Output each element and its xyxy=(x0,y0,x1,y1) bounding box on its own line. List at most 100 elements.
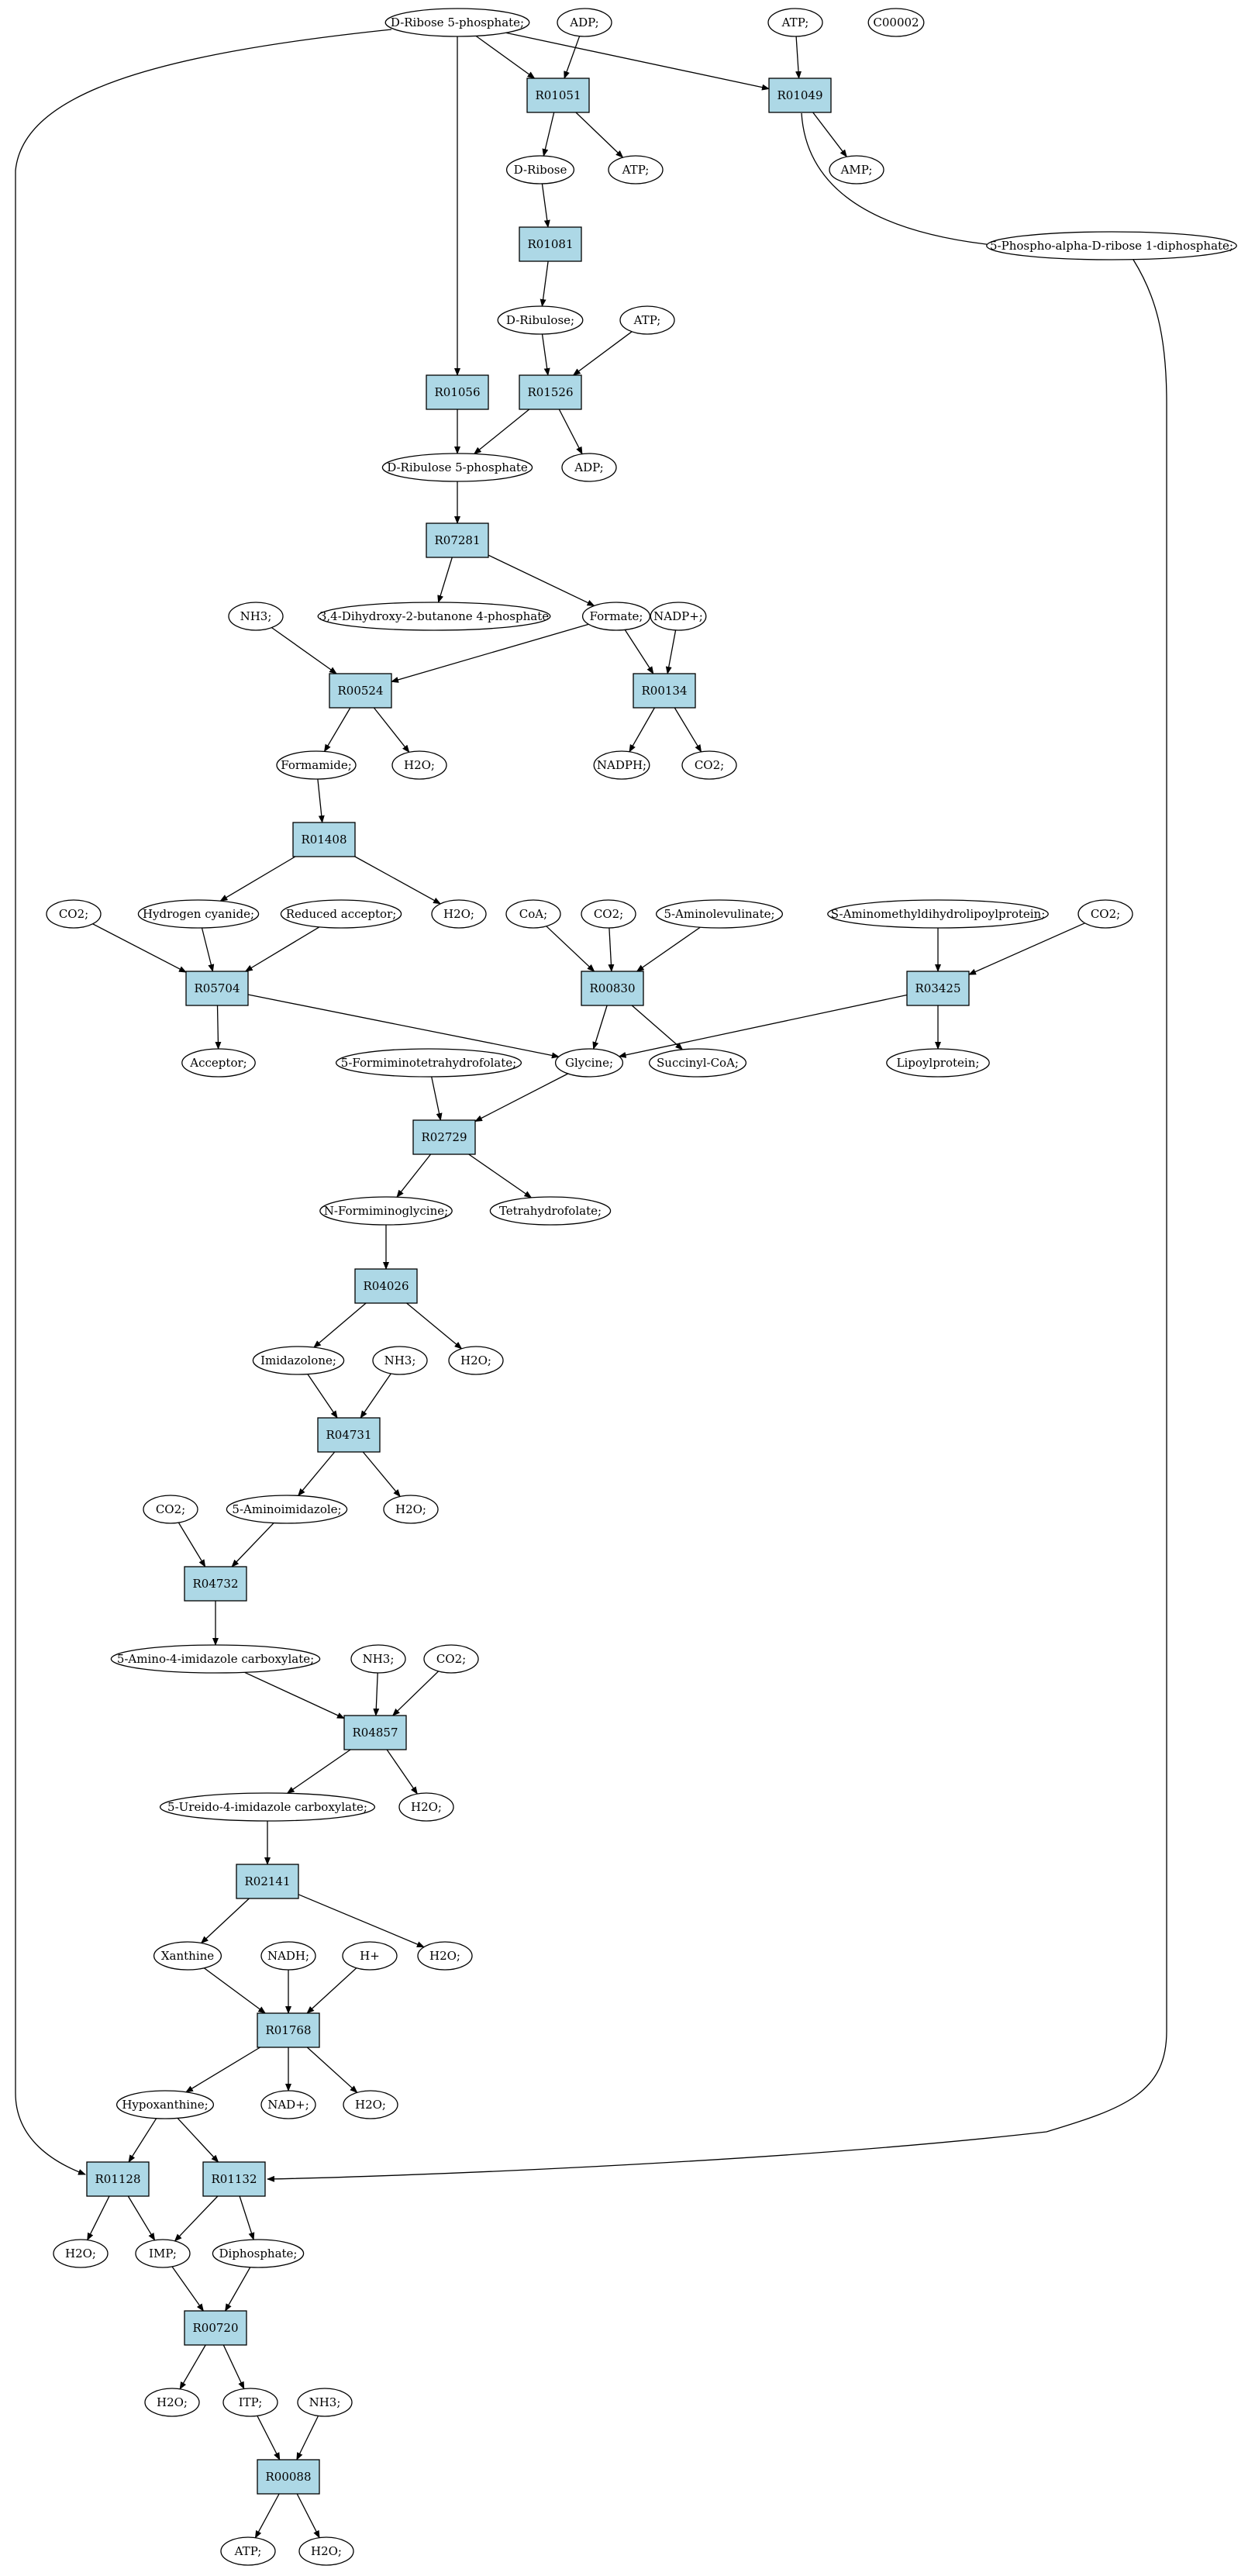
reaction-node-r07281[interactable]: R07281 xyxy=(426,522,489,558)
compound-node-nadh[interactable]: NADH; xyxy=(260,1941,316,1971)
compound-node-c00002[interactable]: C00002 xyxy=(867,8,925,37)
node-label: ADP; xyxy=(569,16,598,29)
compound-node-hypoxanthine[interactable]: Hypoxanthine; xyxy=(116,2090,215,2119)
compound-node-co2_r04857[interactable]: CO2; xyxy=(423,1644,479,1674)
compound-node-h2o_r01768[interactable]: H2O; xyxy=(343,2090,398,2119)
compound-node-dhbp[interactable]: 3,4-Dihydroxy-2-butanone 4-phosphate xyxy=(317,602,551,631)
edge-R00524-to-h2o_r00524 xyxy=(373,707,410,753)
compound-node-atp_bottom[interactable]: ATP; xyxy=(220,2536,276,2566)
compound-node-imp[interactable]: IMP; xyxy=(135,2239,191,2268)
compound-node-hplus[interactable]: H+ xyxy=(342,1941,398,1971)
compound-node-co2_r00134[interactable]: CO2; xyxy=(681,750,737,780)
reaction-node-r02141[interactable]: R02141 xyxy=(236,1864,299,1899)
compound-node-nh3_2[interactable]: NH3; xyxy=(372,1346,428,1375)
compound-ellipse xyxy=(260,2090,316,2119)
compound-node-dribose[interactable]: D-Ribose xyxy=(505,155,575,184)
compound-node-thf[interactable]: Tetrahydrofolate; xyxy=(489,1196,612,1226)
compound-node-coa[interactable]: CoA; xyxy=(505,899,561,929)
compound-node-formate[interactable]: Formate; xyxy=(581,602,651,631)
compound-ellipse xyxy=(505,155,575,184)
compound-node-aic[interactable]: 5-Amino-4-imidazole carboxylate; xyxy=(110,1644,321,1674)
compound-node-co2_r05704[interactable]: CO2; xyxy=(46,899,102,929)
compound-node-xanthine[interactable]: Xanthine xyxy=(153,1941,222,1971)
compound-node-nh3_3[interactable]: NH3; xyxy=(350,1644,406,1674)
reaction-node-r04731[interactable]: R04731 xyxy=(317,1417,381,1453)
compound-node-co2_r03425[interactable]: CO2; xyxy=(1077,899,1133,929)
compound-node-nadp[interactable]: NADP+; xyxy=(650,602,707,631)
compound-node-prpp[interactable]: 5-Phospho-alpha-D-ribose 1-diphosphate; xyxy=(986,231,1237,260)
reaction-node-r01132[interactable]: R01132 xyxy=(202,2161,266,2197)
compound-node-co2_r04732[interactable]: CO2; xyxy=(143,1495,198,1524)
compound-node-atp_r01526[interactable]: ATP; xyxy=(619,305,675,335)
compound-node-acceptor[interactable]: Acceptor; xyxy=(181,1048,256,1078)
node-label: R01081 xyxy=(527,237,573,251)
compound-node-ribose5p[interactable]: D-Ribose 5-phosphate; xyxy=(384,8,530,37)
reaction-node-r01051[interactable]: R01051 xyxy=(526,78,590,113)
node-label: R01132 xyxy=(211,2172,257,2186)
reaction-node-r00830[interactable]: R00830 xyxy=(581,971,644,1006)
reaction-node-r01408[interactable]: R01408 xyxy=(292,822,356,857)
compound-node-hcn[interactable]: Hydrogen cyanide; xyxy=(137,899,260,929)
compound-node-co2_r00830[interactable]: CO2; xyxy=(581,899,636,929)
compound-ellipse xyxy=(317,602,551,631)
compound-ellipse xyxy=(381,453,533,482)
compound-node-h2o_r01128[interactable]: H2O; xyxy=(53,2239,109,2268)
reaction-node-r01768[interactable]: R01768 xyxy=(257,2012,320,2048)
reaction-node-r00088[interactable]: R00088 xyxy=(257,2459,320,2495)
compound-node-h2o_r01408[interactable]: H2O; xyxy=(431,899,487,929)
reaction-node-r00720[interactable]: R00720 xyxy=(184,2310,247,2346)
compound-node-adp_r01526[interactable]: ADP; xyxy=(561,453,617,482)
compound-node-formamide[interactable]: Formamide; xyxy=(276,750,357,780)
reaction-node-r04732[interactable]: R04732 xyxy=(184,1566,247,1602)
compound-node-nh3_4[interactable]: NH3; xyxy=(297,2388,353,2417)
compound-node-diphosphate[interactable]: Diphosphate; xyxy=(212,2239,305,2268)
compound-node-h2o_r04731[interactable]: H2O; xyxy=(383,1495,439,1524)
reaction-node-r02729[interactable]: R02729 xyxy=(412,1119,476,1155)
compound-node-dribulose5p[interactable]: D-Ribulose 5-phosphate xyxy=(381,453,533,482)
reaction-node-r01081[interactable]: R01081 xyxy=(519,226,582,262)
reaction-node-r01526[interactable]: R01526 xyxy=(519,374,582,410)
compound-node-uic[interactable]: 5-Ureido-4-imidazole carboxylate; xyxy=(159,1792,376,1822)
compound-ellipse xyxy=(116,2090,215,2119)
edge-co2_r04857-to-R04857 xyxy=(391,1671,440,1716)
compound-node-succoa[interactable]: Succinyl-CoA; xyxy=(648,1048,747,1078)
compound-node-nfg[interactable]: N-Formiminoglycine; xyxy=(319,1196,453,1226)
compound-node-atp_r01051[interactable]: ATP; xyxy=(608,155,664,184)
compound-node-formthf[interactable]: 5-Formiminotetrahydrofolate; xyxy=(335,1048,522,1078)
compound-node-nadph[interactable]: NADPH; xyxy=(593,750,650,780)
reaction-node-r03425[interactable]: R03425 xyxy=(906,971,970,1006)
compound-node-imidazolone[interactable]: Imidazolone; xyxy=(252,1346,345,1375)
compound-node-h2o_r04857[interactable]: H2O; xyxy=(398,1792,454,1822)
compound-node-nadplus[interactable]: NAD+; xyxy=(260,2090,316,2119)
compound-node-dribulose[interactable]: D-Ribulose; xyxy=(497,305,584,335)
compound-node-h2o_bottom[interactable]: H2O; xyxy=(298,2536,354,2566)
compound-node-h2o_r00720[interactable]: H2O; xyxy=(144,2388,200,2417)
reaction-node-r05704[interactable]: R05704 xyxy=(185,971,249,1006)
reaction-node-r01056[interactable]: R01056 xyxy=(426,374,489,410)
reaction-node-r04857[interactable]: R04857 xyxy=(343,1715,407,1750)
reaction-node-r01128[interactable]: R01128 xyxy=(86,2161,150,2197)
compound-node-amp[interactable]: AMP; xyxy=(829,155,884,184)
compound-node-aminoimid[interactable]: 5-Aminoimidazole; xyxy=(226,1495,348,1524)
node-label: CO2; xyxy=(594,907,623,921)
compound-node-h2o_r02141[interactable]: H2O; xyxy=(417,1941,473,1971)
compound-node-adp_top[interactable]: ADP; xyxy=(557,8,612,37)
compound-node-samdlp[interactable]: S-Aminomethyldihydrolipoylprotein; xyxy=(827,899,1049,929)
reaction-node-r04026[interactable]: R04026 xyxy=(354,1268,418,1304)
compound-node-h2o_r00524[interactable]: H2O; xyxy=(391,750,447,780)
compound-node-h2o_r04026[interactable]: H2O; xyxy=(448,1346,504,1375)
compound-ellipse xyxy=(829,155,884,184)
compound-node-ala[interactable]: 5-Aminolevulinate; xyxy=(655,899,784,929)
reaction-node-r00134[interactable]: R00134 xyxy=(633,673,696,709)
compound-ellipse xyxy=(53,2239,109,2268)
edge-R01051-to-dribose xyxy=(542,112,555,157)
reaction-node-r01049[interactable]: R01049 xyxy=(768,78,832,113)
reaction-node-r00524[interactable]: R00524 xyxy=(329,673,392,709)
compound-node-glycine[interactable]: Glycine; xyxy=(554,1048,624,1078)
compound-node-nh3_1[interactable]: NH3; xyxy=(228,602,284,631)
compound-node-itp[interactable]: ITP; xyxy=(222,2388,278,2417)
compound-node-atp_top[interactable]: ATP; xyxy=(767,8,823,37)
compound-node-lipoyl[interactable]: Lipoylprotein; xyxy=(886,1048,990,1078)
compound-node-redacc[interactable]: Reduced acceptor; xyxy=(280,899,402,929)
